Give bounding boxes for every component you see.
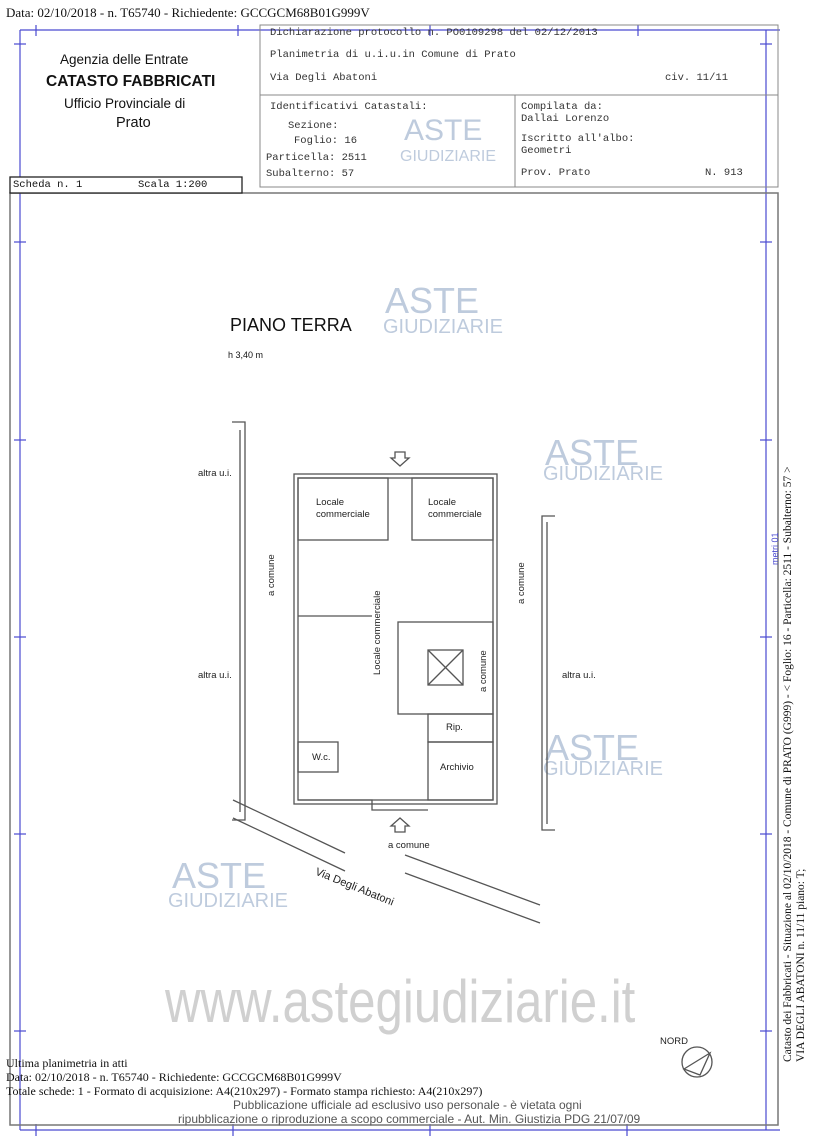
subalterno: Subalterno: 57 (266, 168, 355, 180)
dichiarazione: Dichiarazione protocollo n. PO0109298 de… (270, 27, 598, 39)
footer-totale: Totale schede: 1 - Formato di acquisizio… (6, 1084, 483, 1098)
room-archivio (427, 741, 494, 801)
planimetria: Planimetria di u.i.u.in Comune di Prato (270, 49, 516, 61)
floor-title: PIANO TERRA (230, 315, 352, 335)
floor-height: h 3,40 m (228, 350, 264, 360)
civico: civ. 11/11 (665, 72, 729, 84)
particella: Particella: 2511 (266, 152, 367, 164)
label-nord: NORD (660, 1036, 688, 1047)
compilata-name: Dallai Lorenzo (521, 113, 610, 125)
province-label: Prato (116, 115, 151, 131)
room-wc (297, 741, 339, 773)
watermark-giudiziarie: GIUDIZIARIE (383, 316, 504, 338)
label-altra-ui-left: altra u.i. (198, 670, 232, 681)
label-a-comune-left: a comune (266, 554, 277, 596)
north-compass-icon (681, 1046, 713, 1078)
footer-ultima: Ultima planimetria in atti (6, 1056, 128, 1070)
label-a-comune-right: a comune (516, 562, 527, 604)
watermark-giudiziarie: GIUDIZIARIE (543, 758, 664, 780)
identificativi-label: Identificativi Catastali: (270, 101, 428, 113)
watermark-giudiziarie: GIUDIZIARIE (400, 148, 497, 165)
label-locale-commerciale-main: Locale commerciale (372, 590, 383, 675)
watermark-aste: ASTE (545, 432, 640, 473)
left-neighbour-wall (232, 421, 246, 821)
label-locale-commerciale-1: Locale commerciale (316, 497, 370, 520)
label-ripostiglio: Rip. (446, 722, 463, 733)
watermark-giudiziarie: GIUDIZIARIE (543, 463, 664, 485)
iscritto-value: Geometri (521, 145, 572, 157)
watermark-aste: ASTE (545, 727, 640, 768)
street-wall-left (232, 799, 346, 872)
label-a-comune-street: a comune (388, 840, 430, 851)
building-outline (293, 473, 498, 805)
side-text-line2: VIA DEGLI ABATONI n. 11/11 piano: T; (795, 868, 807, 1062)
side-text-line1: Catasto dei Fabbricati - Situazione al 0… (782, 466, 794, 1062)
watermark-giudiziarie: GIUDIZIARIE (168, 890, 289, 912)
label-altra-ui-top: altra u.i. (198, 468, 232, 479)
watermark-site: www.astegiudiziarie.it (165, 968, 636, 1035)
room-locale-commerciale-2 (411, 477, 494, 541)
notice-line2: ripubblicazione o riproduzione a scopo c… (178, 1112, 641, 1126)
entrance-arrow-top (389, 451, 411, 467)
foglio: Foglio: 16 (294, 135, 358, 147)
label-archivio: Archivio (440, 762, 474, 773)
right-neighbour-wall (541, 515, 555, 831)
scale-tag: metri 01 (770, 532, 780, 565)
numero-albo: N. 913 (705, 167, 743, 179)
office-label: Ufficio Provinciale di (64, 96, 186, 111)
entrance-arrow-bottom (389, 817, 411, 833)
watermark-aste: ASTE (385, 280, 480, 321)
room-locale-commerciale-1 (297, 477, 389, 541)
compilata-label: Compilata da: (521, 101, 603, 113)
scala: Scala 1:200 (138, 179, 208, 191)
top-request-line: Data: 02/10/2018 - n. T65740 - Richieden… (6, 5, 370, 20)
label-wc: W.c. (312, 752, 331, 763)
label-altra-ui-right: altra u.i. (562, 670, 596, 681)
label-locale-commerciale-2: Locale commerciale (428, 497, 482, 520)
catasto-title: CATASTO FABBRICATI (46, 73, 216, 90)
iscritto-label: Iscritto all'albo: (521, 133, 635, 145)
scheda-number: Scheda n. 1 (13, 179, 83, 191)
agency-name: Agenzia delle Entrate (60, 52, 189, 67)
via: Via Degli Abatoni (270, 72, 378, 84)
footer-data: Data: 02/10/2018 - n. T65740 - Richieden… (6, 1070, 342, 1084)
provincia: Prov. Prato (521, 167, 591, 179)
street-wall-right (404, 854, 541, 924)
label-a-comune-stair: a comune (478, 650, 489, 692)
notice-line1: Pubblicazione ufficiale ad esclusivo uso… (233, 1098, 582, 1112)
watermark-aste: ASTE (172, 855, 267, 896)
watermark-aste: ASTE (404, 114, 483, 147)
sezione: Sezione: (288, 120, 339, 132)
